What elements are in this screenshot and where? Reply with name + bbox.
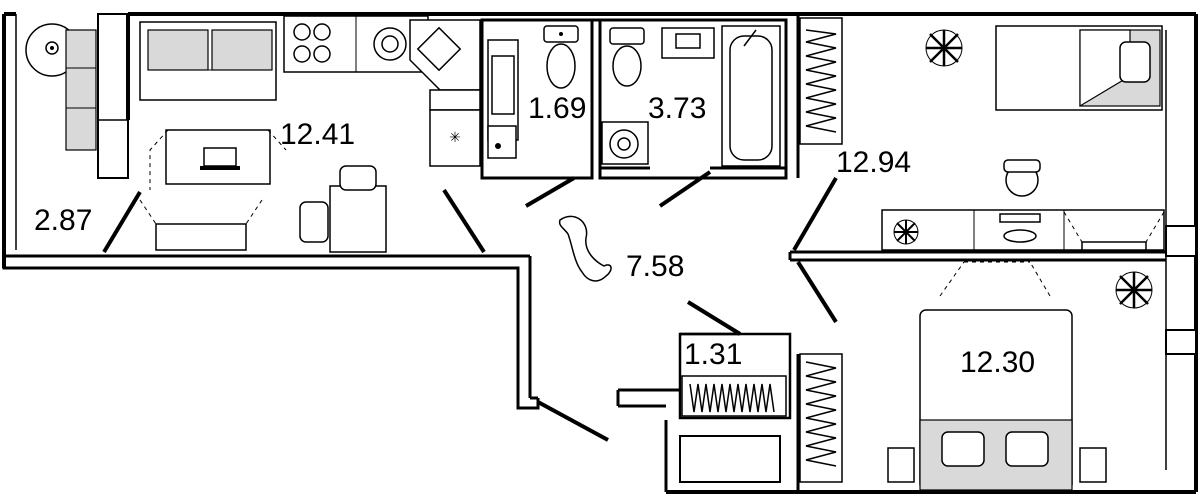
stove-icon (293, 23, 331, 63)
area-label-balcony: 2.87 (34, 204, 93, 237)
bathtub-icon (721, 25, 781, 167)
cat-icon (558, 215, 612, 282)
washing-machine-icon (601, 121, 649, 165)
plant-icon (1115, 271, 1153, 309)
room-2-furniture (799, 261, 1153, 491)
kitchen-furniture: ✳ (139, 15, 481, 253)
area-label-hallway: 7.58 (626, 250, 685, 283)
room-1-furniture (799, 17, 1165, 251)
area-label-toilet: 1.69 (528, 92, 587, 125)
bathroom-fixtures (601, 25, 781, 167)
area-label-bathroom: 3.73 (648, 92, 707, 125)
area-label-room-2: 12.30 (960, 346, 1036, 379)
svg-text:✳: ✳ (449, 130, 461, 146)
storage-furniture (681, 375, 787, 417)
sink-icon (409, 19, 481, 91)
balcony-furniture (25, 23, 97, 151)
walls (2, 12, 1198, 494)
door-swings (102, 170, 838, 442)
plant-icon (925, 29, 963, 67)
toilet-room-fixtures (487, 25, 579, 159)
laptop-icon (200, 147, 240, 170)
plant-icon (893, 219, 919, 245)
toilet-icon (609, 27, 645, 87)
area-label-storage: 1.31 (684, 338, 743, 371)
area-label-kitchen-living: 12.41 (280, 118, 356, 151)
area-label-room-1: 12.94 (836, 146, 912, 179)
toilet-icon (543, 25, 579, 89)
